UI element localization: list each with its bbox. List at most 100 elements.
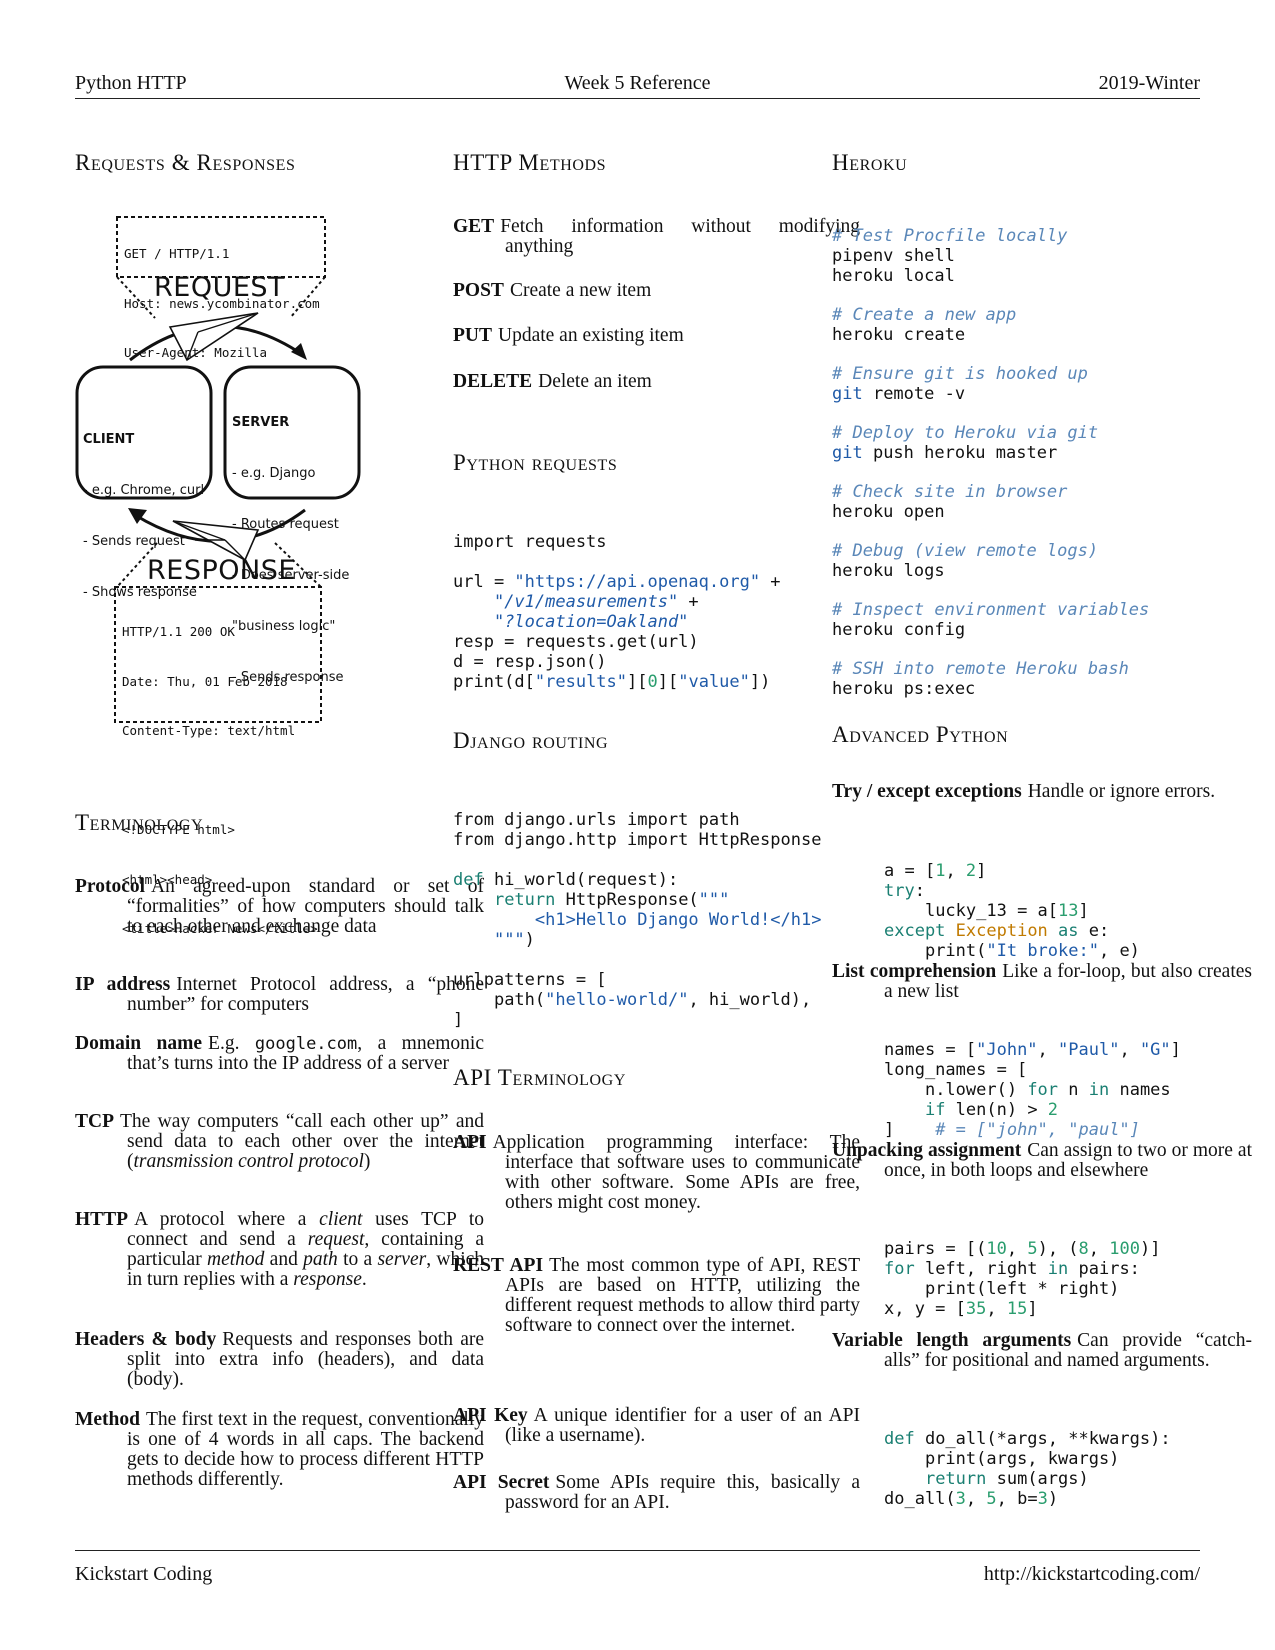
code-comment: # Check site in browser <box>832 482 1068 502</box>
term-text: The way computers “call each other up” a… <box>120 1111 484 1172</box>
client-box <box>75 365 213 500</box>
code-line: return HttpResponse(""" <box>493 890 730 910</box>
term-text: Some APIs require this, basically a pass… <box>505 1472 860 1513</box>
section-title-python-requests: Python requests <box>453 450 618 475</box>
section-title-http-methods: HTTP Methods <box>453 150 607 175</box>
term-italic: transmission control protocol <box>133 1151 364 1172</box>
term-tcp: TCP The way computers “call each other up… <box>75 1112 484 1172</box>
response-line: Content-Type: text/html <box>122 723 296 738</box>
term-text: Like a for-loop, but also creates a new … <box>884 961 1252 1002</box>
code-line: import requests <box>453 532 607 552</box>
term-code: google.com <box>254 1034 358 1054</box>
term-text: Create a new item <box>509 280 652 301</box>
section-title-heroku: Heroku <box>832 150 908 175</box>
request-response-diagram: GET / HTTP/1.1 Host: news.ycombinator.co… <box>75 210 375 936</box>
footer-link[interactable]: http://kickstartcoding.com/ <box>983 1563 1200 1585</box>
code-line: ] <box>453 1010 464 1030</box>
code-line: except Exception as e: <box>884 921 1110 941</box>
term-text: A unique identifier for a user of an API… <box>505 1405 861 1446</box>
response-box <box>114 586 322 723</box>
code-line: pipenv shell <box>832 246 955 266</box>
unpacking-code: pairs = [(10, 5), (8, 100)]for left, rig… <box>884 1219 1160 1339</box>
term-label: IP address <box>75 974 171 995</box>
term-label: API Secret <box>453 1472 550 1493</box>
code-line: if len(n) > 2 <box>924 1100 1059 1120</box>
term-label: GET <box>453 216 495 237</box>
term-text: , a mnemonic that’s turns into the IP ad… <box>127 1033 484 1074</box>
term-label: POST <box>453 280 504 301</box>
code-line: urlpatterns = [ <box>453 970 607 990</box>
code-line: try: <box>884 881 925 901</box>
term-italic: path <box>303 1249 338 1270</box>
term-text: Handle or ignore errors. <box>1027 781 1216 802</box>
client-text: CLIENT - e.g. Chrome, curl - Sends reque… <box>83 397 204 635</box>
code-line <box>832 404 1149 423</box>
code-line: heroku config <box>832 620 966 640</box>
response-text: HTTP/1.1 200 OK Date: Thu, 01 Feb 2018 C… <box>122 591 318 971</box>
server-title: SERVER <box>232 415 290 430</box>
section-title-django-routing: Django routing <box>453 728 609 753</box>
header-right: 2019-Winter <box>1098 72 1200 94</box>
term-label: Unpacking assignment <box>832 1140 1022 1161</box>
term-text: An agreed-upon standard or set of “forma… <box>127 876 484 937</box>
code-line: "?location=Oakland" <box>493 612 689 632</box>
term-text: Can assign to two or more at once, in bo… <box>884 1140 1252 1181</box>
term-label: API Key <box>453 1405 528 1426</box>
code-line: lucky_13 = a[13] <box>924 901 1089 921</box>
term-italic: server <box>377 1249 427 1270</box>
term-label: Variable length arguments <box>832 1330 1072 1351</box>
section-title-advanced-python: Advanced Python <box>832 722 1009 747</box>
term-label: List comprehension <box>832 961 997 982</box>
request-box <box>116 216 326 278</box>
request-arrowhead <box>291 343 307 360</box>
term-label: Try / except exceptions <box>832 781 1022 802</box>
code-line <box>453 850 821 870</box>
term-text: The most common type of API, REST APIs a… <box>505 1255 860 1336</box>
response-line: <title>Hacker News</title> <box>122 921 318 936</box>
code-line <box>832 463 1149 482</box>
code-line: path("hello-world/", hi_world), <box>493 990 812 1010</box>
code-line: x, y = [35, 15] <box>884 1299 1038 1319</box>
request-text: GET / HTTP/1.1 Host: news.ycombinator.co… <box>124 213 320 395</box>
header-center: Week 5 Reference <box>564 72 711 94</box>
response-arrowhead <box>128 508 147 524</box>
code-line: heroku ps:exec <box>832 679 976 699</box>
response-line: <!DOCTYPE html> <box>122 822 235 837</box>
term-italic: client <box>319 1209 363 1230</box>
response-line <box>122 773 318 790</box>
code-line: from django.http import HttpResponse <box>453 830 822 850</box>
code-line <box>453 950 821 970</box>
client-line: - e.g. Chrome, curl <box>83 483 205 498</box>
term-italic: response <box>293 1269 362 1290</box>
code-line <box>832 581 1149 600</box>
term-label: TCP <box>75 1111 114 1132</box>
code-line: return sum(args) <box>924 1469 1089 1489</box>
term-text: A protocol where a <box>134 1209 320 1230</box>
term-text: . <box>361 1269 367 1290</box>
code-line <box>832 345 1149 364</box>
section-title-requests-responses: Requests & Responses <box>75 150 296 175</box>
list-comprehension-code: names = ["John", "Paul", "G"]long_names … <box>884 1020 1181 1160</box>
code-line: git remote -v <box>832 384 966 404</box>
request-label: REQUEST <box>154 272 286 303</box>
code-line <box>832 286 1149 305</box>
code-comment: # Debug (view remote logs) <box>832 541 1099 561</box>
term-label: DELETE <box>453 371 533 392</box>
server-line: - Routes request <box>232 517 339 532</box>
term-text: ) <box>363 1151 371 1172</box>
code-line: resp = requests.get(url) <box>453 632 699 652</box>
